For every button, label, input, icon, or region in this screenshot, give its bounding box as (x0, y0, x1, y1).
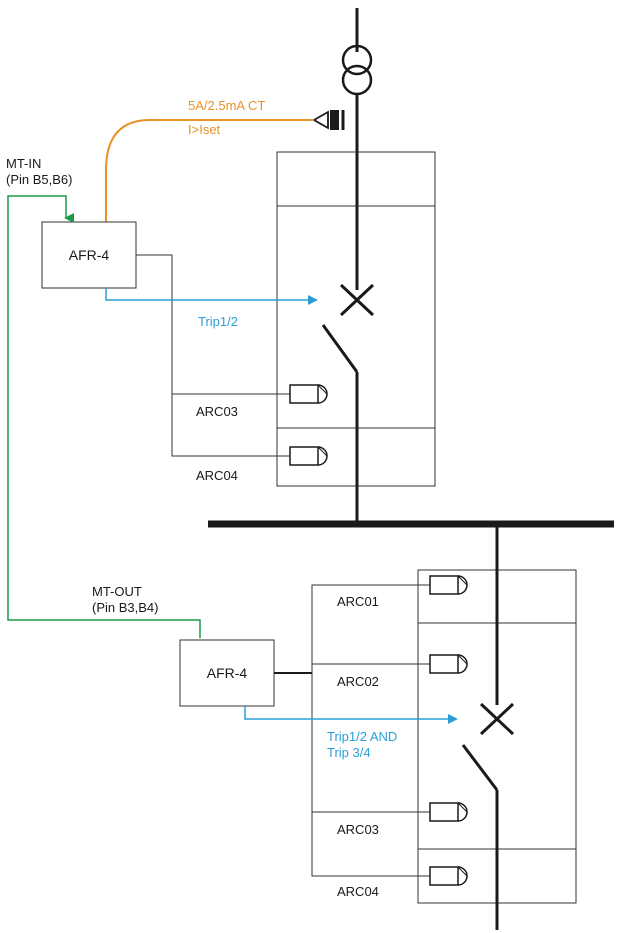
sensor-label-top-2: ARC04 (196, 468, 238, 483)
sensor-bus-top (136, 254, 290, 457)
circuit-breaker-bottom (461, 702, 515, 930)
arc-sensor-top-1 (289, 384, 328, 404)
mt-out-pins-label: (Pin B3,B4) (92, 600, 158, 615)
transformer-winding-primary (341, 44, 373, 76)
trip-label-top: Trip1/2 (198, 314, 238, 329)
trip-line-bottom (244, 706, 458, 724)
arc-sensor-bottom-3 (429, 802, 468, 822)
ct-core (330, 110, 339, 130)
transformer-winding-secondary (341, 64, 373, 96)
relay-label-top: AFR-4 (69, 247, 110, 263)
sensor-label-top-1: ARC03 (196, 404, 238, 419)
arc-sensor-top-2 (289, 446, 328, 466)
relay-afr4-bottom (179, 639, 275, 707)
arc-sensor-bottom-2 (429, 654, 468, 674)
circuit-breaker-top (321, 283, 375, 522)
mt-in-label: MT-IN (6, 156, 41, 171)
arc-sensor-bottom-4 (429, 866, 468, 886)
ct-threshold-label: I>Iset (188, 122, 221, 137)
master-trip-link (7, 195, 201, 638)
ct-label: 5A/2.5mA CT (188, 98, 265, 113)
sensor-label-bottom-4: ARC04 (337, 884, 379, 899)
sensor-label-bottom-2: ARC02 (337, 674, 379, 689)
trip-line-top (105, 288, 318, 305)
trip-label-bottom: Trip1/2 AND (327, 729, 397, 744)
sensor-label-bottom-1: ARC01 (337, 594, 379, 609)
relay-label-bottom: AFR-4 (207, 665, 248, 681)
sensor-label-bottom-3: ARC03 (337, 822, 379, 837)
current-transformer (312, 110, 345, 130)
sensor-bus-bottom (311, 584, 430, 877)
mt-in-pins-label: (Pin B5,B6) (6, 172, 72, 187)
ct-cone (312, 110, 329, 130)
trip-label-bottom-2: Trip 3/4 (327, 745, 371, 760)
ct-signal-line (105, 119, 314, 222)
arc-sensor-bottom-1 (429, 575, 468, 595)
relay-afr4-top (41, 221, 137, 289)
mt-out-label: MT-OUT (92, 584, 142, 599)
